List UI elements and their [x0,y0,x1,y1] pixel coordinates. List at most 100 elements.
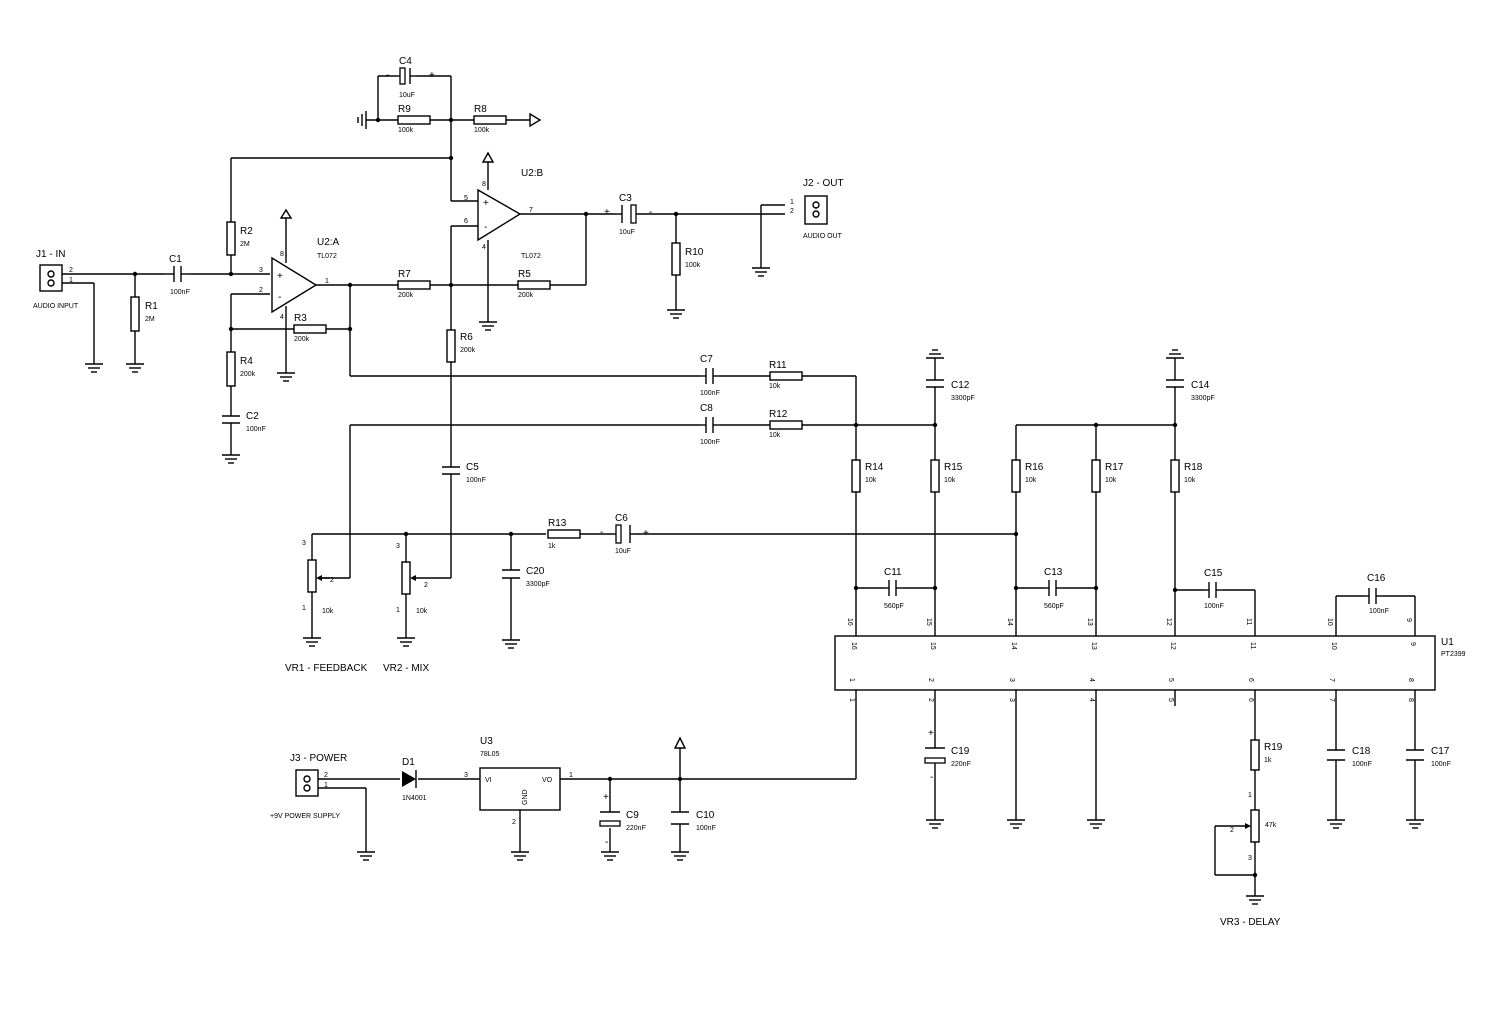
c12-ref: C12 [951,380,970,391]
c2-value: 100nF [246,426,266,433]
diode-d1[interactable]: D1 1N4001 [402,757,427,802]
connector-j1[interactable]: J1 - IN AUDIO INPUT 2 1 [33,249,79,310]
j2-pin1: 1 [790,199,794,206]
capacitor-c9[interactable]: C9 220nF + - [599,792,646,848]
u1-pin-inner-11: 11 [1249,642,1256,649]
resistor-r1[interactable]: R1 2M [130,296,158,332]
u1-pin-9: 9 [1405,618,1412,622]
capacitor-c12[interactable] [926,379,944,394]
resistor-r18[interactable]: R18 10k [1170,459,1203,493]
r1-value: 2M [145,316,155,323]
u2b-pin5: 5 [464,195,468,202]
c19-plus: + [928,728,934,739]
u2a-part: TL072 [317,253,337,260]
u1-pin-5: 5 [1167,698,1174,702]
resistor-r5[interactable]: R5 200k [517,269,551,299]
connector-j2[interactable]: J2 - OUT AUDIO OUT 1 2 [790,178,844,240]
vr1-pin3: 3 [302,540,306,547]
u1-pin-inner-14: 14 [1010,642,1017,650]
r11-ref: R11 [769,360,787,371]
u1-pin-inner-7: 7 [1328,678,1335,682]
c4-plus: + [429,70,435,81]
c15-ref: C15 [1204,568,1223,579]
r6-value: 200k [460,347,476,354]
c3-value: 10uF [619,229,635,236]
u2b-pin6: 6 [464,218,468,225]
capacitor-c1[interactable] [165,266,191,282]
capacitor-c16[interactable] [1363,588,1383,604]
resistor-r12[interactable]: R12 10k [769,409,803,439]
vr2-label: VR2 - MIX [383,663,429,674]
resistor-r14[interactable]: R14 10k [851,459,884,493]
u1-pin-15: 15 [925,618,932,626]
r8-value: 100k [474,127,490,134]
regulator-u3[interactable]: VI VO GND U3 78L05 3 1 2 [464,736,573,826]
j1-pin1: 1 [69,277,73,284]
c10-ref: C10 [696,810,715,821]
u1-pin-inner-2: 2 [927,678,934,682]
c4-minus: - [386,70,389,81]
c3-plus: + [604,207,610,218]
u1-pin-11: 11 [1245,618,1252,625]
u1-pin-inner-15: 15 [929,642,936,650]
resistor-r9[interactable]: R9 100k [397,104,431,134]
junction-dots [132,117,1258,878]
c3-ref: C3 [619,193,632,204]
u1-pin-8: 8 [1407,698,1414,702]
resistor-r4[interactable]: R4 200k [226,351,256,387]
opamp-u2a[interactable]: + - U2:A TL072 3 2 1 8 4 [259,237,340,321]
u2a-pin4: 4 [280,314,284,321]
resistor-r17[interactable]: R17 10k [1091,459,1124,493]
r19-ref: R19 [1264,742,1283,753]
resistor-r7[interactable]: R7 200k [397,269,431,299]
capacitor-c10[interactable] [671,811,689,825]
capacitor-c2[interactable] [222,408,240,432]
capacitor-c14[interactable] [1166,379,1184,394]
resistor-r16[interactable]: R16 10k [1011,459,1044,493]
capacitor-c17[interactable] [1406,749,1424,761]
capacitor-c11[interactable] [883,580,903,596]
opamp-u2b[interactable]: + - U2:B TL072 5 6 7 8 4 [464,168,544,260]
u1-pin-inner-1: 1 [848,678,855,682]
u1-pin-7: 7 [1328,698,1335,702]
r16-value: 10k [1025,477,1037,484]
resistor-r15[interactable]: R15 10k [930,459,963,493]
u2b-pin4: 4 [482,244,486,251]
resistor-r13[interactable]: R13 1k [547,518,581,550]
vr3-pin3: 3 [1248,855,1252,862]
resistor-r3[interactable]: R3 200k [293,313,327,343]
capacitor-c8[interactable] [700,417,720,433]
d1-ref: D1 [402,757,415,768]
r11-value: 10k [769,383,781,390]
connector-j3[interactable]: J3 - POWER +9V POWER SUPPLY 2 1 [270,753,347,820]
r8-ref: R8 [474,104,487,115]
resistor-r11[interactable]: R11 10k [769,360,803,390]
resistor-r19[interactable]: R19 1k [1250,739,1283,771]
capacitor-c7[interactable] [700,368,720,384]
resistor-r10[interactable]: R10 100k [671,242,704,276]
capacitor-c5[interactable] [442,460,460,480]
u1-pin-2: 2 [927,698,934,702]
u2b-part: TL072 [521,253,541,260]
potentiometer-vr1[interactable]: 3 2 1 10k VR1 - FEEDBACK [285,540,368,674]
resistor-r8[interactable]: R8 100k [473,104,507,134]
c17-value: 100nF [1431,761,1451,768]
u1-pin-16: 16 [846,618,853,626]
capacitor-c15[interactable] [1203,582,1223,598]
capacitor-c4[interactable]: C4 10uF - + [386,56,435,99]
capacitor-c18[interactable] [1327,749,1345,761]
c11-ref: C11 [884,567,902,578]
capacitor-c13[interactable] [1043,580,1063,596]
potentiometer-vr3[interactable]: 1 2 3 47k VR3 - DELAY [1220,792,1281,928]
u2a-pin2: 2 [259,287,263,294]
capacitor-c19[interactable]: C19 220nF + - [924,728,971,783]
capacitor-c6[interactable]: C6 10uF - + [600,513,649,555]
u1-pin-inner-3: 3 [1008,678,1015,682]
resistor-r2[interactable]: R2 2M [226,221,253,256]
u1-pin-inner-6: 6 [1247,678,1254,682]
potentiometer-vr2[interactable]: 3 2 1 10k VR2 - MIX [383,543,429,674]
capacitor-c3[interactable]: C3 10uF + - [604,193,652,236]
ic-u1[interactable]: U1 PT2399 161615151414131312121111101099… [834,618,1466,702]
resistor-r6[interactable]: R6 200k [446,329,476,363]
capacitor-c20[interactable] [502,569,520,588]
